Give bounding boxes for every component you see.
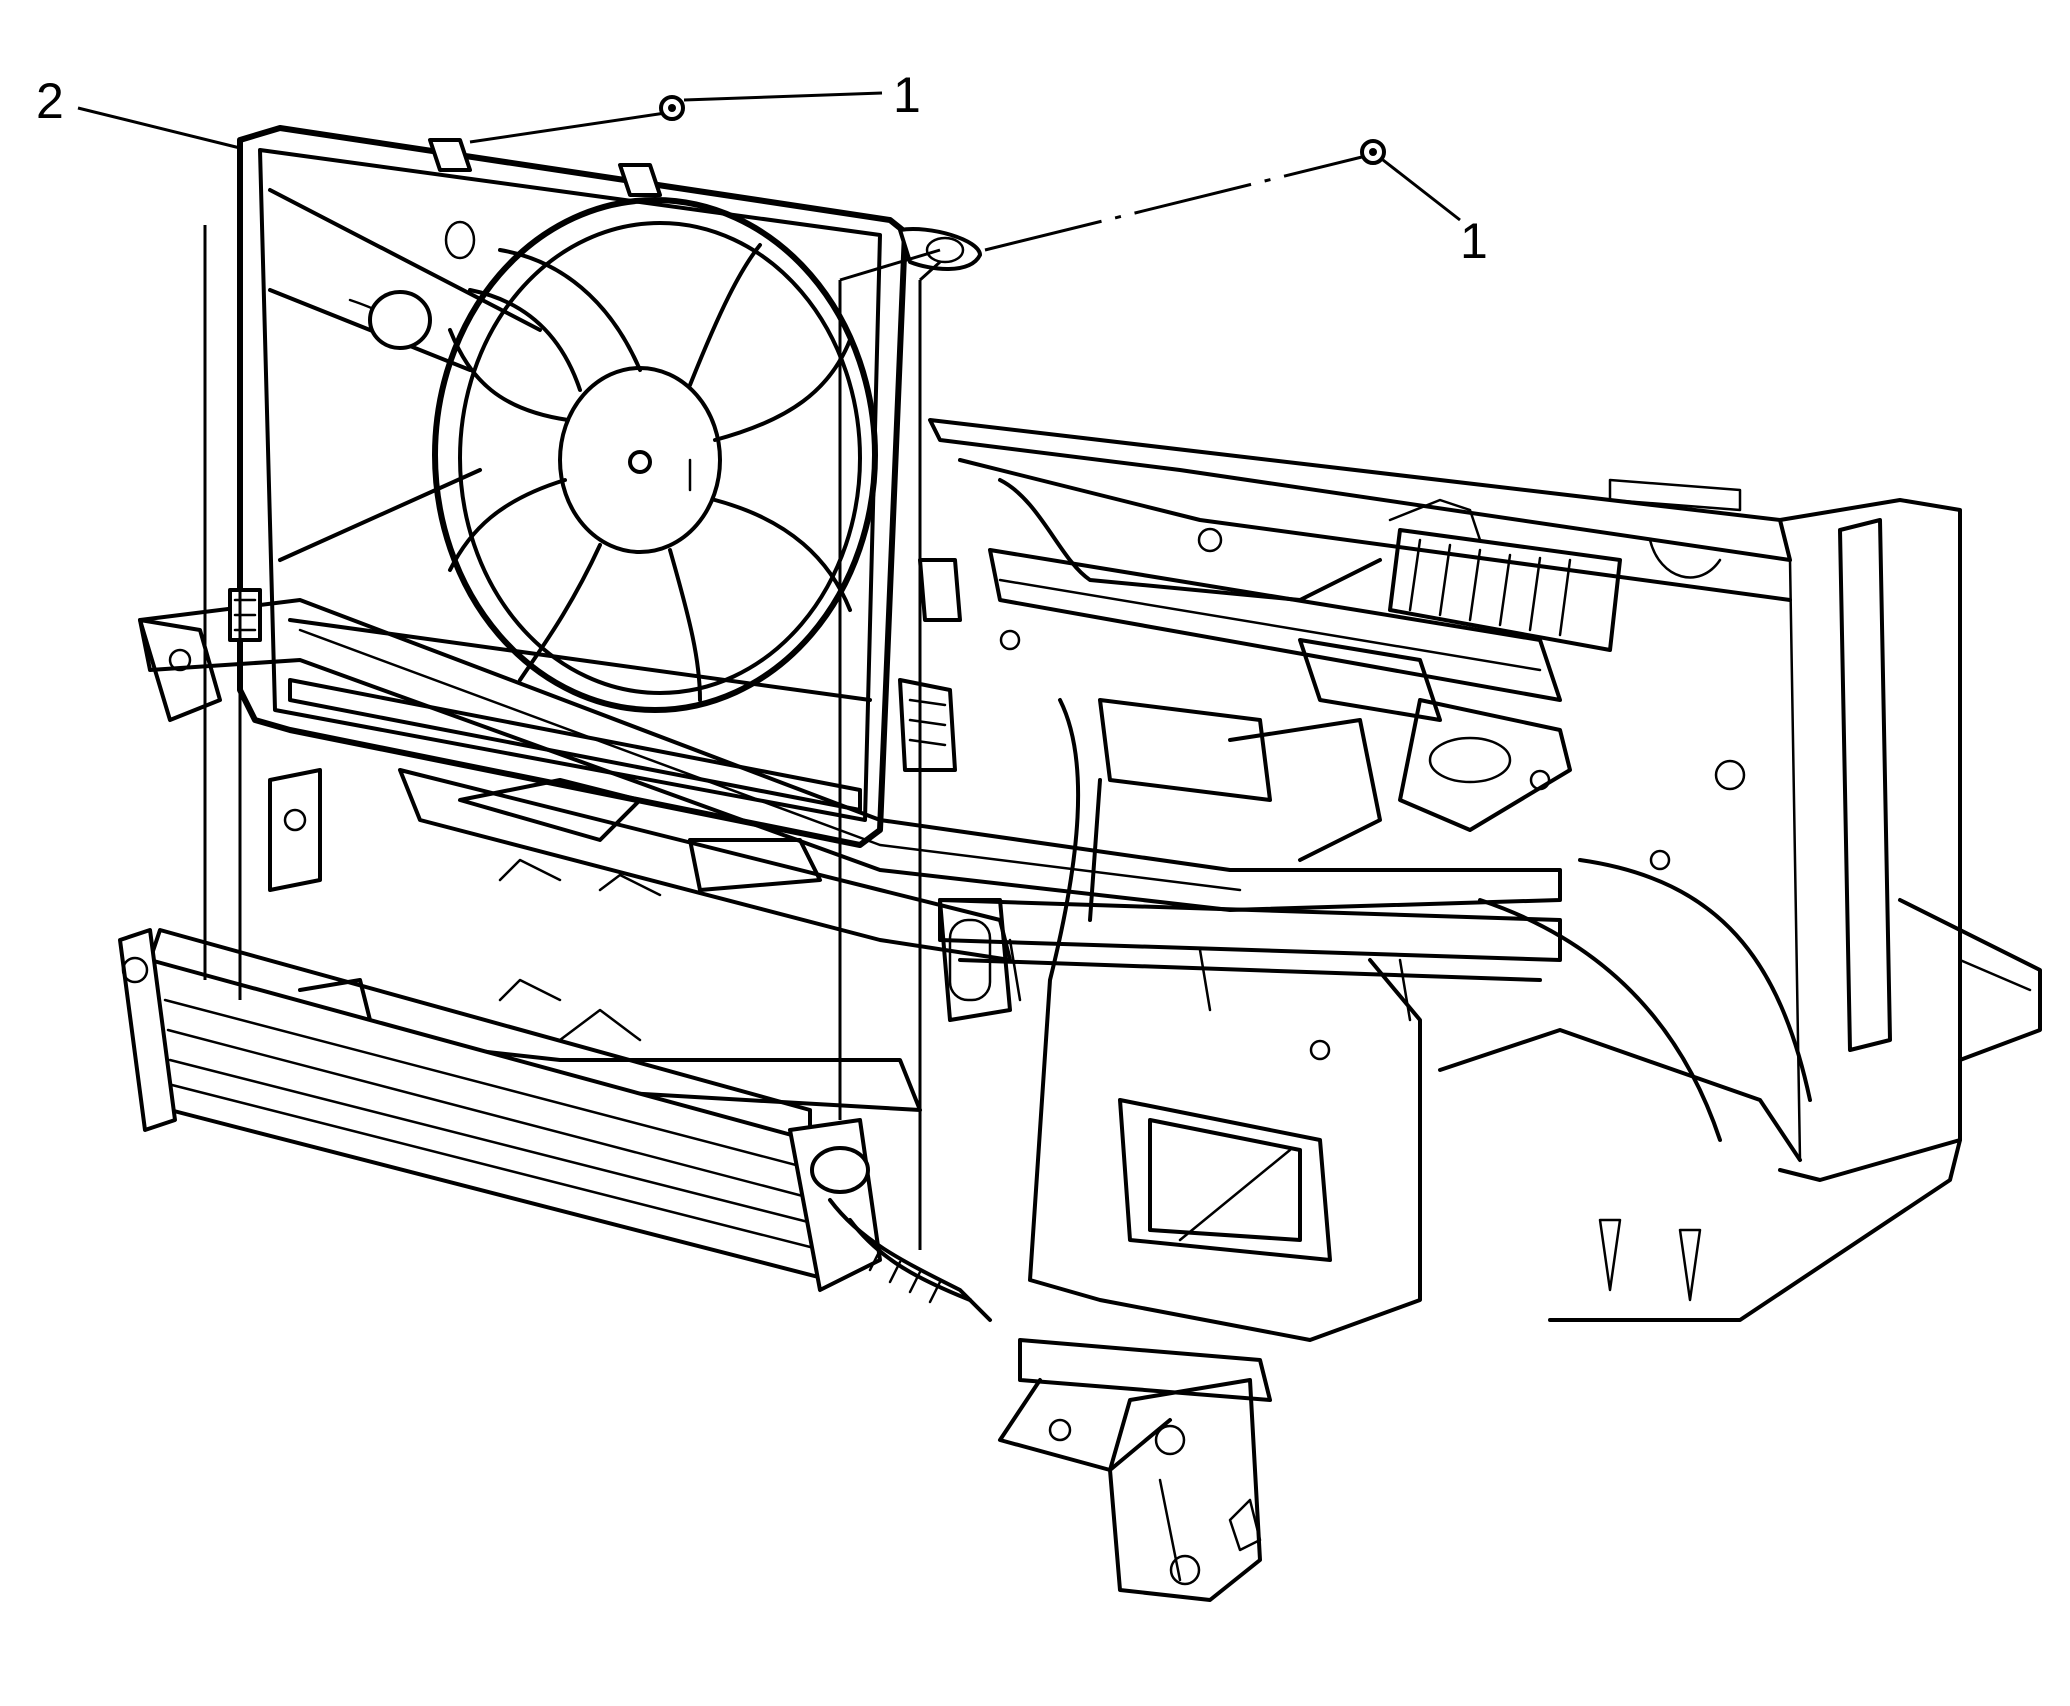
callout-number: 1 (893, 67, 921, 123)
leader-line (1382, 158, 1461, 222)
nut-icon (1360, 139, 1386, 165)
radiator (118, 928, 992, 1322)
cooling-fan-shroud (228, 125, 982, 848)
callout-number: 2 (36, 73, 64, 129)
alignment-lines (203, 110, 1371, 1250)
callout-number: 1 (1460, 213, 1488, 269)
leader-line (683, 91, 883, 102)
leader-line (77, 106, 241, 150)
front-end-structure (928, 418, 2042, 1602)
nut-icon (659, 95, 685, 121)
